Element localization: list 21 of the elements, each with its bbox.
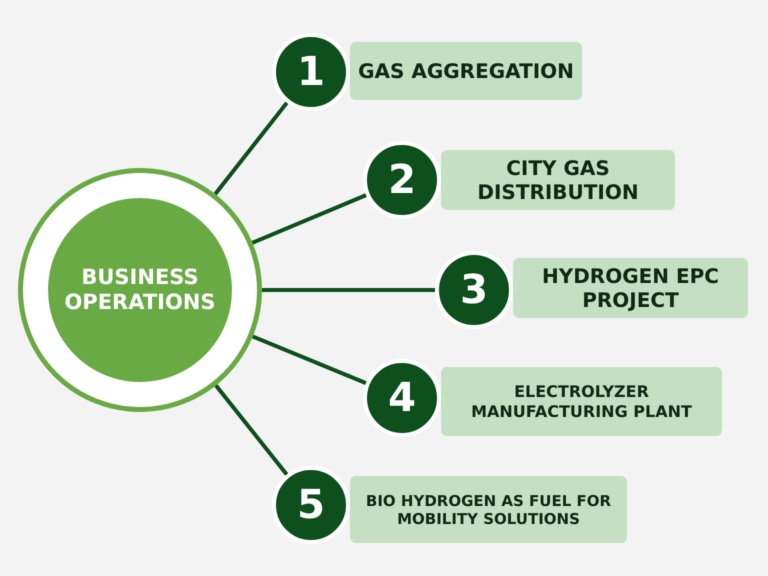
operation-text: CITY GAS DISTRIBUTION bbox=[476, 156, 640, 204]
operation-label-box bbox=[441, 367, 722, 436]
operation-label-box bbox=[350, 42, 582, 100]
connector-line bbox=[262, 288, 435, 292]
step-number: 4 bbox=[388, 375, 416, 421]
step-number: 1 bbox=[297, 49, 325, 95]
step-number: 2 bbox=[388, 157, 416, 203]
operation-label-box bbox=[441, 150, 675, 210]
center-title: BUSINESS OPERATIONS bbox=[63, 264, 217, 316]
operation-text: GAS AGGREGATION bbox=[358, 59, 574, 83]
step-number: 5 bbox=[297, 482, 325, 528]
connector-line bbox=[214, 101, 288, 196]
operation-text: ELECTROLYZER MANUFACTURING PLANT bbox=[470, 382, 693, 421]
connector-line bbox=[252, 193, 367, 245]
connector-line bbox=[252, 334, 367, 385]
step-number: 3 bbox=[460, 267, 488, 313]
operation-label-box bbox=[513, 258, 748, 318]
operation-label-box bbox=[350, 476, 627, 543]
operation-text: HYDROGEN EPC PROJECT bbox=[540, 264, 720, 312]
operation-text: BIO HYDROGEN AS FUEL FOR MOBILITY SOLUTIONS bbox=[364, 492, 612, 528]
connector-line bbox=[214, 384, 288, 476]
